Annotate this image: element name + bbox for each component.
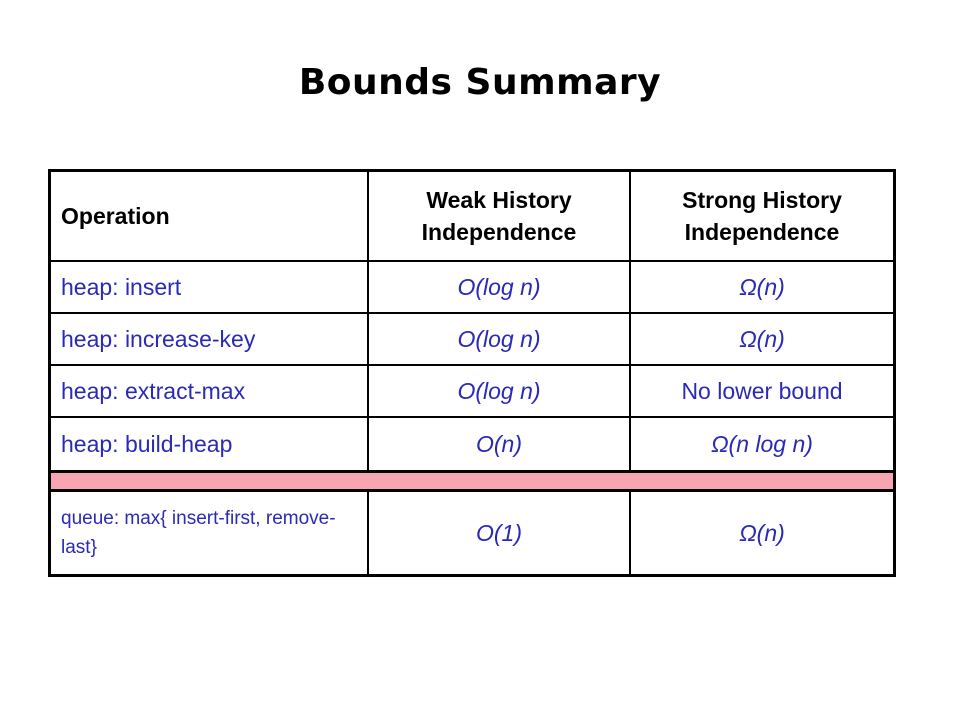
weak-bound-cell: O(n) [367,418,629,470]
header-strong-history: Strong History Independence [629,172,893,260]
operation-cell: heap: build-heap [61,431,233,457]
strong-bound-cell: Ω(n) [629,262,893,312]
weak-bound-cell: O(log n) [367,314,629,364]
strong-bound-cell: No lower bound [629,366,893,416]
table-row: heap: build-heap O(n) Ω(n log n) [51,416,893,470]
table-row: heap: extract-max O(log n) No lower boun… [51,364,893,416]
weak-bound-cell: O(1) [367,492,629,574]
weak-bound-cell: O(log n) [367,366,629,416]
table-row: heap: increase-key O(log n) Ω(n) [51,312,893,364]
strong-bound-cell: Ω(n log n) [629,418,893,470]
operation-cell: heap: insert [61,274,182,300]
table-row: heap: insert O(log n) Ω(n) [51,260,893,312]
table-header-row: Operation Weak History Independence Stro… [51,172,893,260]
strong-bound-cell: Ω(n) [629,314,893,364]
header-operation: Operation [61,203,170,229]
strong-bound-cell: Ω(n) [629,492,893,574]
operation-cell: heap: increase-key [61,326,256,352]
operation-cell: queue: max{ insert-first, remove-last} [61,508,336,558]
weak-bound-cell: O(log n) [367,262,629,312]
operation-cell: heap: extract-max [61,378,246,404]
slide-title: Bounds Summary [298,62,662,103]
header-weak-history: Weak History Independence [367,172,629,260]
table-row: queue: max{ insert-first, remove-last} O… [51,492,893,574]
bounds-table: Operation Weak History Independence Stro… [48,169,896,577]
section-separator [51,470,893,492]
